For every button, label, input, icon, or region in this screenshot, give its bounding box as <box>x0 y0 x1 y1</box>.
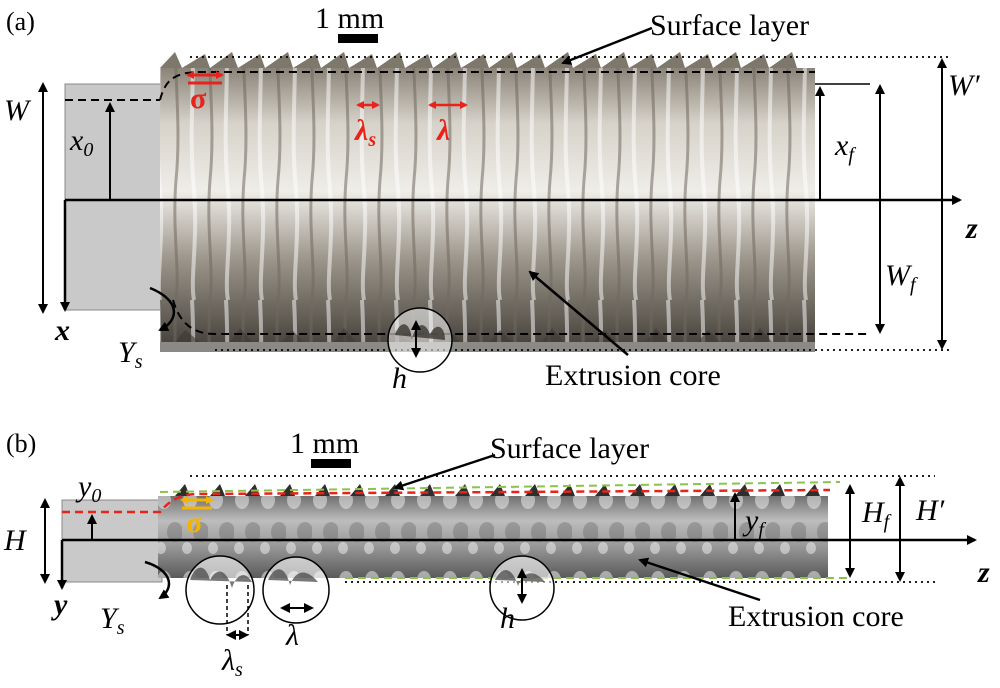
z-axis-label-a: z <box>965 212 978 245</box>
scale-bar-a <box>338 34 378 43</box>
surface-layer-pointer-b <box>393 453 496 491</box>
surface-teeth-top-b <box>175 484 820 496</box>
y-axis-label-b: y <box>51 588 68 621</box>
Hf-label: Hf <box>861 496 892 533</box>
xf-label: xf <box>834 129 856 166</box>
tooth-profile-b-1 <box>190 567 252 588</box>
H-prime-label: H′ <box>915 494 945 527</box>
die-block-a <box>64 83 164 311</box>
extrusion-core-pointer-b <box>638 557 761 602</box>
lambda-detail-circle <box>262 556 330 624</box>
scale-bar-b <box>311 459 351 468</box>
scale-label-b: 1 mm <box>290 427 359 460</box>
extrudate-side-view <box>158 484 828 578</box>
surface-layer-label-a: Surface layer <box>650 9 809 42</box>
extrudate-top-view <box>160 52 815 352</box>
h-label-a: h <box>392 362 407 395</box>
lambda-label-b: λ <box>285 619 299 652</box>
W-prime-label: W′ <box>948 69 980 102</box>
H-label: H <box>3 524 28 557</box>
lambda-label-a: λ <box>435 114 450 147</box>
surface-outline-bottom-a <box>172 299 870 335</box>
Ys-label-a: Ys <box>118 336 143 373</box>
Ys-rotation-arrow-a <box>149 286 176 332</box>
W-label: W <box>4 94 32 127</box>
h-label-b: h <box>500 602 515 635</box>
z-axis-label-b: z <box>977 556 990 589</box>
panel-b-tag: (b) <box>6 429 36 458</box>
lambda-s-detail-circle <box>185 555 255 625</box>
panel-a: (a) 1 mm Surface l <box>4 2 980 395</box>
scale-label-a: 1 mm <box>315 2 384 35</box>
red-outline-b <box>62 488 831 514</box>
green-outline-top-b <box>159 481 841 493</box>
y0-label: y0 <box>75 470 101 507</box>
panel-a-tag: (a) <box>6 7 35 36</box>
Ys-rotation-arrow-b <box>144 560 171 600</box>
yf-label: yf <box>742 504 766 541</box>
x0-label: x0 <box>69 124 93 161</box>
sigma-label-b: σ <box>186 506 203 539</box>
surface-layer-pointer-a <box>561 26 653 65</box>
Wf-label: Wf <box>885 259 918 296</box>
panel-b: (b) 1 mm Surface layer Extrusi <box>3 427 990 681</box>
surface-teeth-top-a <box>160 52 815 68</box>
surface-layer-label-b: Surface layer <box>490 432 649 465</box>
extrusion-core-label-a: Extrusion core <box>545 359 721 392</box>
tooth-profile-b-2 <box>268 569 318 585</box>
tooth-profile-b-3 <box>495 570 545 586</box>
x-axis-label-a: x <box>54 314 70 347</box>
lambda-s-label-a: λs <box>353 114 376 151</box>
extrusion-core-label-b: Extrusion core <box>728 600 904 633</box>
sigma-label-a: σ <box>190 82 207 115</box>
Ys-label-b: Ys <box>100 602 125 639</box>
surface-teeth-bottom-a <box>160 328 815 352</box>
extrusion-core-pointer-a <box>528 270 629 356</box>
lambda-s-label-b: λs <box>221 644 243 681</box>
